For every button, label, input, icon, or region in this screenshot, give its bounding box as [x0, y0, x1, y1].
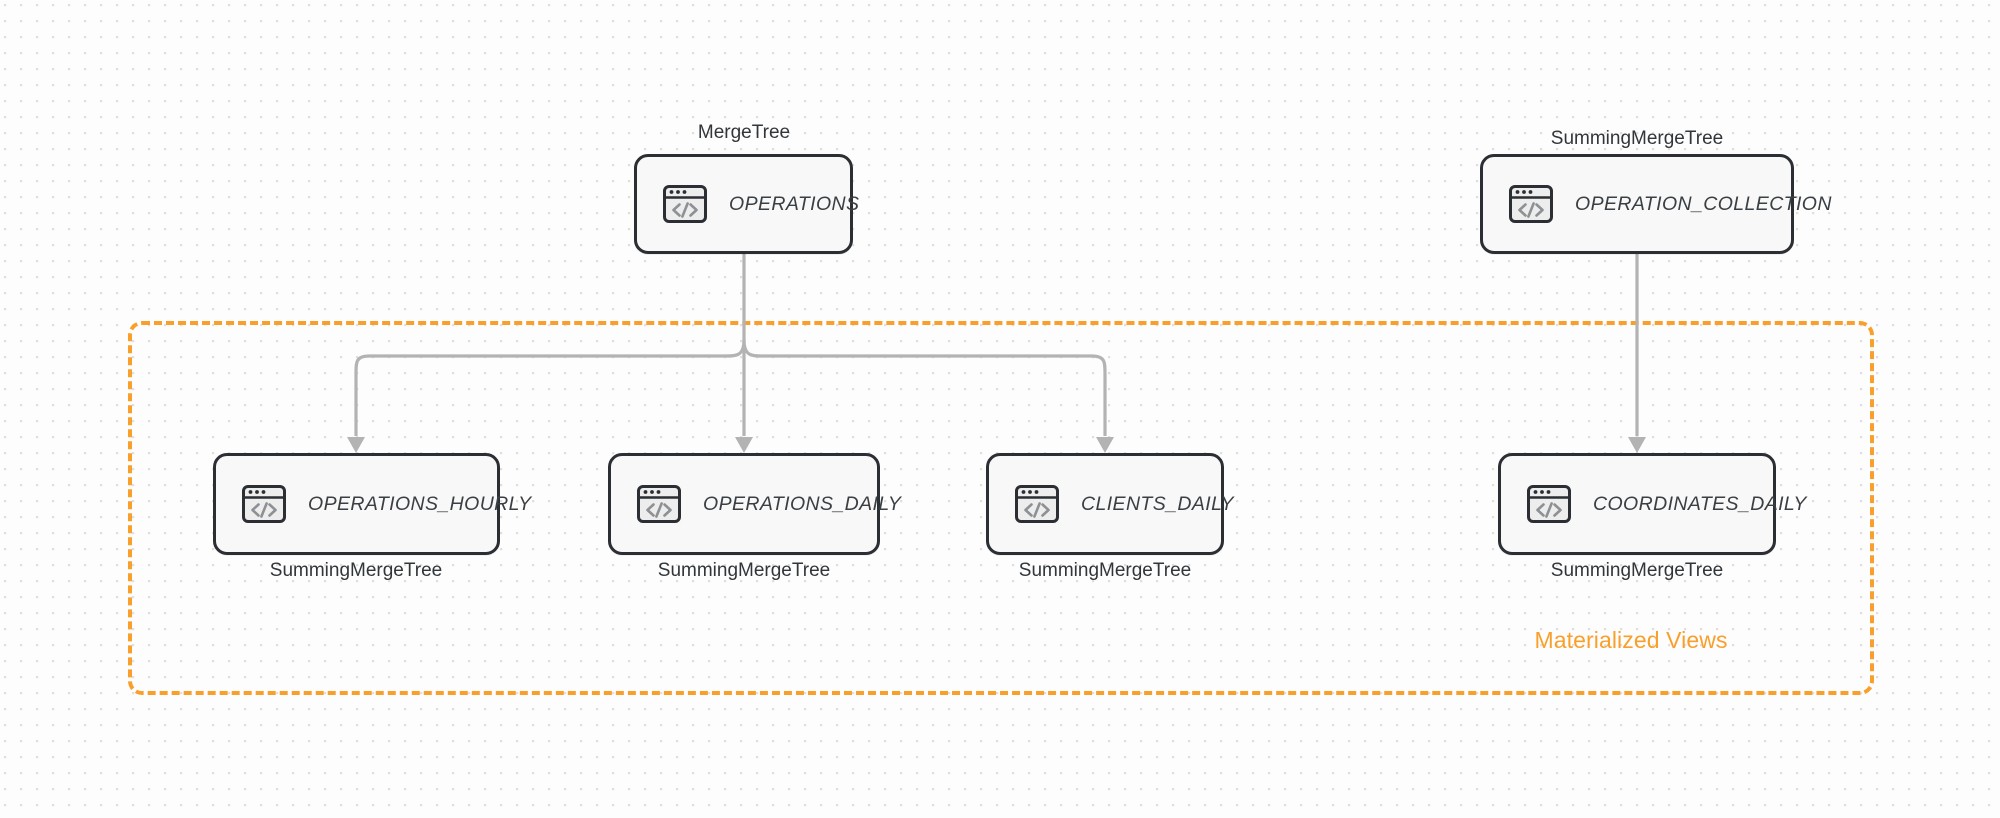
- caption-operations-daily-engine: SummingMergeTree: [657, 560, 831, 581]
- node-coordinates-daily-label: COORDINATES_DAILY: [1593, 492, 1807, 515]
- node-clients-daily[interactable]: CLIENTS_DAILY: [986, 453, 1234, 555]
- node-operations-hourly-label: OPERATIONS_HOURLY: [308, 492, 532, 515]
- node-coordinates-daily[interactable]: COORDINATES_DAILY: [1498, 453, 1806, 555]
- node-operations-label: OPERATIONS: [729, 192, 860, 215]
- node-operations-daily-label: OPERATIONS_DAILY: [703, 492, 902, 515]
- node-operation-collection-label: OPERATION_COLLECTION: [1575, 192, 1832, 215]
- code-window-icon: [1011, 478, 1063, 530]
- node-clients-daily-label: CLIENTS_DAILY: [1081, 492, 1234, 515]
- materialized-views-group: [128, 321, 1874, 695]
- code-window-icon: [659, 178, 711, 230]
- caption-coordinates-daily-engine: SummingMergeTree: [1550, 560, 1724, 581]
- code-window-icon: [238, 478, 290, 530]
- node-operations-daily[interactable]: OPERATIONS_DAILY: [608, 453, 901, 555]
- code-window-icon: [1505, 178, 1557, 230]
- code-window-icon: [633, 478, 685, 530]
- caption-operation-collection-engine: SummingMergeTree: [1550, 128, 1724, 149]
- materialized-views-group-label: Materialized Views: [1534, 627, 1728, 653]
- caption-operations-hourly-engine: SummingMergeTree: [269, 560, 443, 581]
- code-window-icon: [1523, 478, 1575, 530]
- node-operations[interactable]: OPERATIONS: [634, 154, 859, 254]
- node-operations-hourly[interactable]: OPERATIONS_HOURLY: [213, 453, 531, 555]
- caption-operations-engine: MergeTree: [697, 122, 791, 143]
- node-operation-collection[interactable]: OPERATION_COLLECTION: [1480, 154, 1831, 254]
- caption-clients-daily-engine: SummingMergeTree: [1018, 560, 1192, 581]
